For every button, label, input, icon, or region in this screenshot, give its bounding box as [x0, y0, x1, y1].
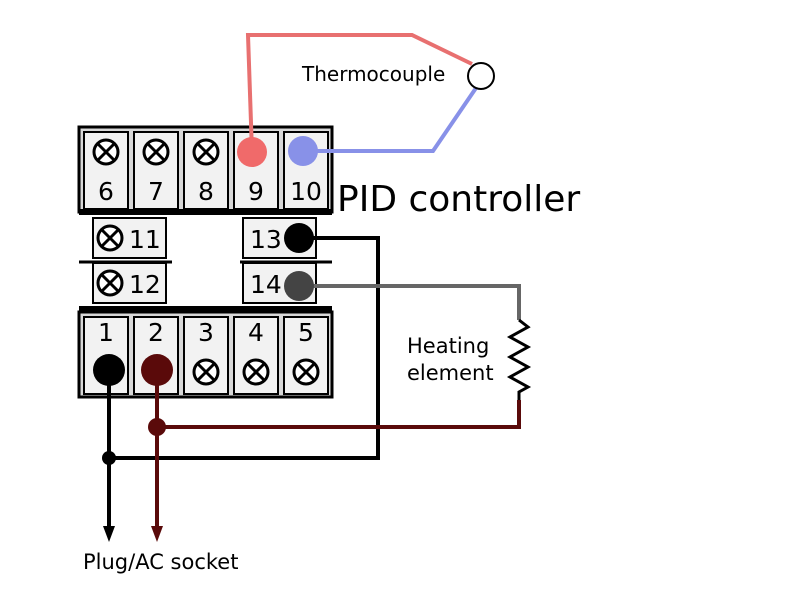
terminal-label-8: 8: [198, 177, 214, 206]
terminal-label-9: 9: [248, 177, 264, 206]
middle-terminals: 11 12 13 14: [96, 224, 282, 299]
screw-icon: [96, 269, 124, 297]
terminal-cell-8: [183, 131, 229, 210]
output-13-wire: [109, 236, 380, 460]
terminal-label-13: 13: [250, 225, 282, 254]
heating-element-label-line2: element: [407, 361, 494, 385]
terminal-2-connection: [141, 354, 173, 386]
terminal-label-6: 6: [98, 177, 114, 206]
heating-element-label-line1: Heating: [407, 334, 489, 358]
terminal-label-14: 14: [250, 270, 282, 299]
thermocouple-positive-wire: [245, 33, 473, 153]
terminal-13-connection: [284, 223, 314, 253]
neutral-junction: [102, 451, 116, 465]
output-14-wire: [299, 284, 521, 320]
plug-label: Plug/AC socket: [83, 550, 238, 574]
terminal-label-12: 12: [129, 270, 161, 299]
terminal-label-5: 5: [298, 318, 314, 347]
terminal-label-3: 3: [198, 318, 214, 347]
terminal-14-connection: [284, 271, 314, 301]
terminal-label-1: 1: [98, 318, 114, 347]
terminal-1-connection: [93, 354, 125, 386]
screw-icon: [242, 358, 270, 386]
terminal-10-connection: [288, 136, 318, 166]
screw-icon: [192, 138, 220, 166]
screw-icon: [192, 358, 220, 386]
thermocouple-label: Thermocouple: [301, 62, 445, 86]
terminal-label-10: 10: [290, 177, 322, 206]
heater-return-wire: [157, 400, 521, 429]
screw-icon: [142, 138, 170, 166]
terminal-label-2: 2: [148, 318, 164, 347]
terminal-9-connection: [237, 137, 267, 167]
thermocouple-junction-icon: [467, 62, 495, 90]
terminal-label-4: 4: [248, 318, 264, 347]
screw-icon: [292, 358, 320, 386]
neutral-arrow-icon: [103, 526, 115, 542]
terminal-label-7: 7: [148, 177, 164, 206]
thermocouple-negative-wire: [303, 86, 478, 153]
live-junction: [148, 418, 166, 436]
wires: [107, 33, 532, 530]
heating-element-resistor: [506, 318, 532, 400]
bottom-terminal-cells: 1 2 3 4 5: [83, 316, 329, 395]
screw-icon: [96, 224, 124, 252]
screw-icon: [92, 138, 120, 166]
terminal-label-11: 11: [129, 225, 161, 254]
controller-title: PID controller: [337, 179, 580, 220]
live-arrow-icon: [151, 526, 163, 542]
